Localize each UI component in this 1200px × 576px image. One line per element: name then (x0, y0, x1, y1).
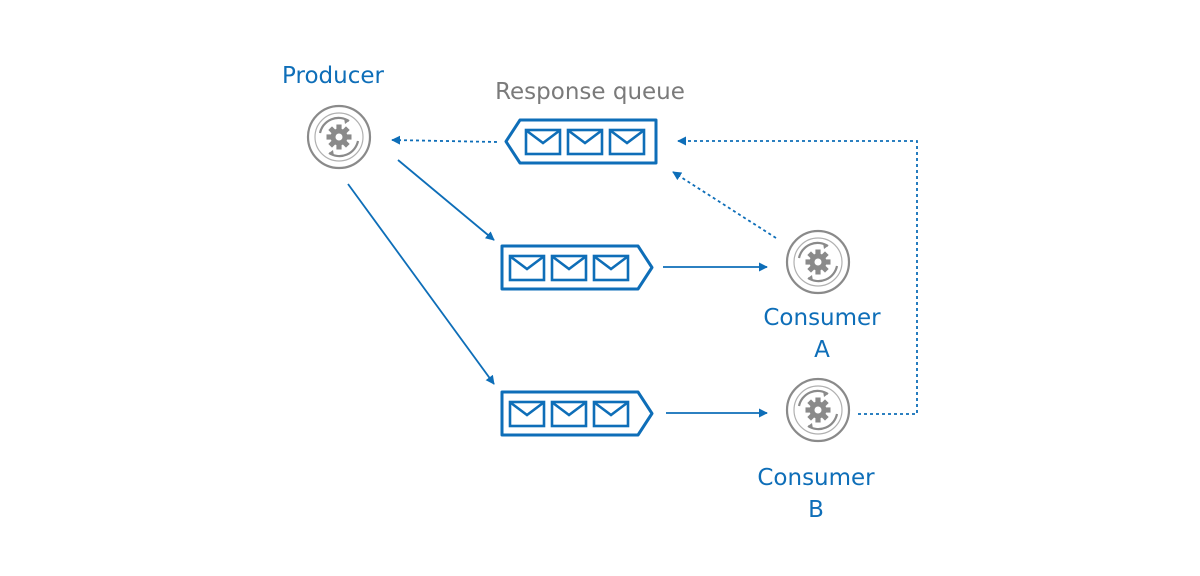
arrow-consumer-b-to-response-queue (677, 136, 918, 415)
producer-gear-icon (306, 104, 372, 170)
consumer-b-label-line2: B (808, 497, 824, 523)
producer-label: Producer (282, 63, 384, 89)
consumer-b-gear-icon (785, 377, 851, 443)
response-queue (504, 118, 658, 165)
envelope-icon (592, 254, 630, 282)
envelope-icon (508, 254, 546, 282)
consumer-b-label-line1: Consumer (757, 465, 875, 491)
request-queue-a (500, 244, 654, 291)
consumer-a-label-line2: A (814, 337, 830, 363)
arrow-consumer-a-to-response-queue (672, 171, 777, 239)
arrow-producer-to-queue-b (347, 183, 495, 385)
envelope-icon (550, 400, 588, 428)
envelope-icon (524, 128, 562, 156)
request-queue-b (500, 390, 654, 437)
envelope-icon (566, 128, 604, 156)
envelope-icon (550, 254, 588, 282)
envelope-icon (608, 128, 646, 156)
envelope-icon (592, 400, 630, 428)
arrow-response-queue-to-producer (391, 135, 498, 145)
consumer-a-gear-icon (785, 229, 851, 295)
response-queue-label: Response queue (495, 79, 685, 105)
arrow-producer-to-queue-a (397, 159, 495, 241)
envelope-icon (508, 400, 546, 428)
consumer-a-label-line1: Consumer (763, 305, 881, 331)
